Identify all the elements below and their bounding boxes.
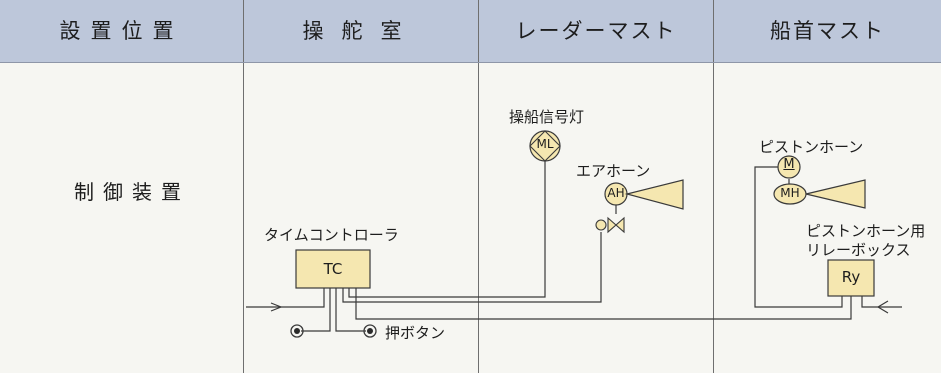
header-cell-fore-mast <box>714 0 941 62</box>
header-radar-mast: レーダーマスト <box>515 19 677 43</box>
relay-wire <box>355 288 852 320</box>
time-controller-label: タイムコントローラ <box>264 226 399 244</box>
air-horn-icon <box>604 179 684 210</box>
time-controller-box-label: TC <box>323 260 343 278</box>
header-rule <box>0 62 941 63</box>
maneuvering-light-label: 操船信号灯 <box>509 108 585 126</box>
header-cell-wheelhouse <box>244 0 478 62</box>
header-cell-location <box>0 0 243 62</box>
column-divider <box>713 0 714 373</box>
maneuvering-light-wire <box>348 161 546 298</box>
motor-wire <box>754 166 843 308</box>
piston-horn-motor-symbol: M <box>783 157 795 172</box>
input-arrow-icon <box>270 302 283 312</box>
relay-box <box>827 259 875 297</box>
input-wire <box>246 288 325 308</box>
maneuvering-light-symbol: ML <box>536 137 554 151</box>
piston-horn-label: ピストンホーン <box>759 138 864 156</box>
air-horn-label: エアホーン <box>576 162 651 180</box>
air-horn-wire <box>342 232 602 303</box>
air-valve-icon <box>595 216 625 234</box>
relay-box-label-line2: リレーボックス <box>806 241 911 259</box>
header-cell-radar-mast <box>479 0 713 62</box>
relay-box-label-line1: ピストンホーン用 <box>806 222 926 240</box>
maneuvering-light-icon <box>529 130 561 162</box>
row-label-control-devices: 制御装置 <box>74 180 190 204</box>
time-controller-box <box>295 249 371 289</box>
relay-box-symbol: Ry <box>841 268 861 286</box>
push-button-wire <box>301 288 331 332</box>
header-wheelhouse: 操舵室 <box>302 19 420 43</box>
piston-horn-symbol: MH <box>780 186 800 200</box>
relay-input-wire <box>861 296 902 308</box>
push-button-label: 押ボタン <box>385 324 446 342</box>
piston-horn-motor-icon <box>777 155 801 179</box>
header-location: 設置位置 <box>59 19 184 43</box>
relay-input-arrow-icon <box>876 300 889 314</box>
air-horn-symbol: AH <box>607 186 625 200</box>
push-button-icon <box>290 324 377 338</box>
column-divider <box>243 0 244 373</box>
column-divider <box>478 0 479 373</box>
piston-horn-icon <box>773 179 866 209</box>
push-button-wire <box>335 288 366 332</box>
header-fore-mast: 船首マスト <box>770 19 885 43</box>
